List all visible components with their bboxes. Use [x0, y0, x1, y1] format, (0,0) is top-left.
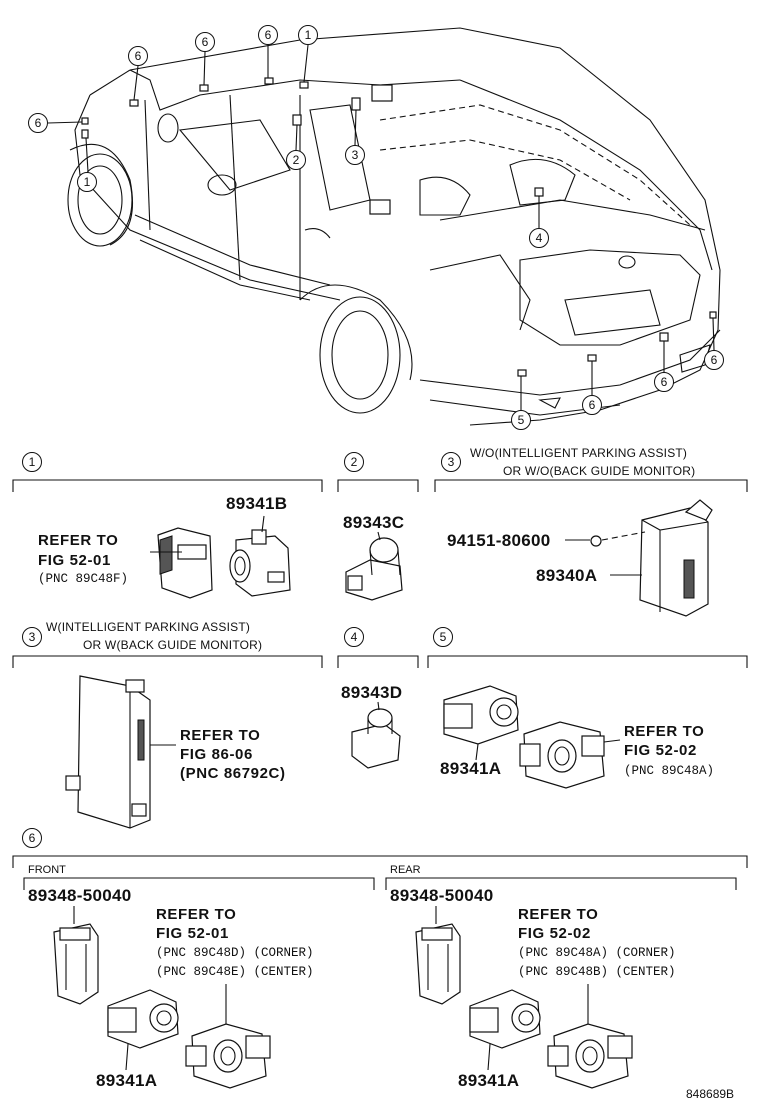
section3a-note-line2: OR W/O(BACK GUIDE MONITOR): [503, 464, 696, 478]
section-brackets: [12, 479, 748, 890]
section3a-part-number[interactable]: 89340A: [536, 566, 598, 585]
callout-6[interactable]: 6: [704, 350, 724, 370]
section6-number: 6: [22, 828, 42, 848]
section3a-parts: [565, 499, 713, 617]
callout-6[interactable]: 6: [195, 32, 215, 52]
section3b-part: [65, 675, 176, 829]
section6-front-sensor-part-number[interactable]: 89341A: [96, 1071, 158, 1090]
section5-fig-ref[interactable]: FIG 52-02: [624, 742, 697, 759]
section5-parts: [443, 685, 621, 789]
callout-4[interactable]: 4: [529, 228, 549, 248]
section6-rear-bracket-part-number[interactable]: 89348-50040: [390, 886, 494, 905]
section1-number: 1: [22, 452, 42, 472]
section3b-number: 3: [22, 627, 42, 647]
section1-parts: [150, 515, 291, 599]
section6-front-bracket-part-number[interactable]: 89348-50040: [28, 886, 132, 905]
section5-number: 5: [433, 627, 453, 647]
callout-3[interactable]: 3: [345, 145, 365, 165]
section1-fig-ref[interactable]: FIG 52-01: [38, 552, 111, 569]
section5-refer-to: REFER TO: [624, 723, 705, 740]
section6-rear-pnc-center: (PNC 89C48B) (CENTER): [518, 965, 676, 979]
callout-1[interactable]: 1: [77, 172, 97, 192]
section1-refer-to: REFER TO: [38, 532, 119, 549]
section4-number: 4: [344, 627, 364, 647]
section6-front-pnc-corner: (PNC 89C48D) (CORNER): [156, 946, 314, 960]
section2-number: 2: [344, 452, 364, 472]
section3b-refer-to: REFER TO: [180, 727, 261, 744]
section2-part-number[interactable]: 89343C: [343, 513, 405, 532]
callout-6[interactable]: 6: [582, 395, 602, 415]
section6-front-refer-to: REFER TO: [156, 906, 237, 923]
section3b-pnc: (PNC 86792C): [180, 765, 286, 782]
callout-6[interactable]: 6: [654, 372, 674, 392]
section3b-note-line1: W(INTELLIGENT PARKING ASSIST): [46, 620, 251, 634]
section6-rear-pnc-corner: (PNC 89C48A) (CORNER): [518, 946, 676, 960]
callout-6[interactable]: 6: [28, 113, 48, 133]
section3b-note-line2: OR W(BACK GUIDE MONITOR): [83, 638, 263, 652]
section5-pnc: (PNC 89C48A): [624, 764, 715, 778]
diagram-code: 848689B: [686, 1087, 735, 1101]
section6-rear-fig-ref[interactable]: FIG 52-02: [518, 925, 591, 942]
section3a-note-line1: W/O(INTELLIGENT PARKING ASSIST): [470, 446, 688, 460]
callout-2[interactable]: 2: [286, 150, 306, 170]
section6-rear-refer-to: REFER TO: [518, 906, 599, 923]
section6-rear-label: REAR: [390, 864, 421, 876]
section3b-fig-ref[interactable]: FIG 86-06: [180, 746, 253, 763]
section6-rear-sensor-part-number[interactable]: 89341A: [458, 1071, 520, 1090]
callout-6[interactable]: 6: [258, 25, 278, 45]
section3a-bolt-part-number[interactable]: 94151-80600: [447, 531, 551, 550]
section6-front-fig-ref[interactable]: FIG 52-01: [156, 925, 229, 942]
section4-part-number[interactable]: 89343D: [341, 683, 403, 702]
section3a-number: 3: [441, 452, 461, 472]
section6-front-label: FRONT: [28, 864, 66, 876]
section2-part: [345, 531, 403, 601]
callout-1[interactable]: 1: [298, 25, 318, 45]
section1-part-number[interactable]: 89341B: [226, 494, 288, 513]
section6-front-pnc-center: (PNC 89C48E) (CENTER): [156, 965, 314, 979]
section1-pnc: (PNC 89C48F): [38, 572, 129, 586]
callout-5[interactable]: 5: [511, 410, 531, 430]
section6-front-parts: [53, 906, 271, 1089]
section6-rear-parts: [415, 906, 633, 1089]
callout-6[interactable]: 6: [128, 46, 148, 66]
vehicle-illustration: [47, 27, 721, 426]
section4-part: [351, 701, 401, 769]
section5-part-number[interactable]: 89341A: [440, 759, 502, 778]
